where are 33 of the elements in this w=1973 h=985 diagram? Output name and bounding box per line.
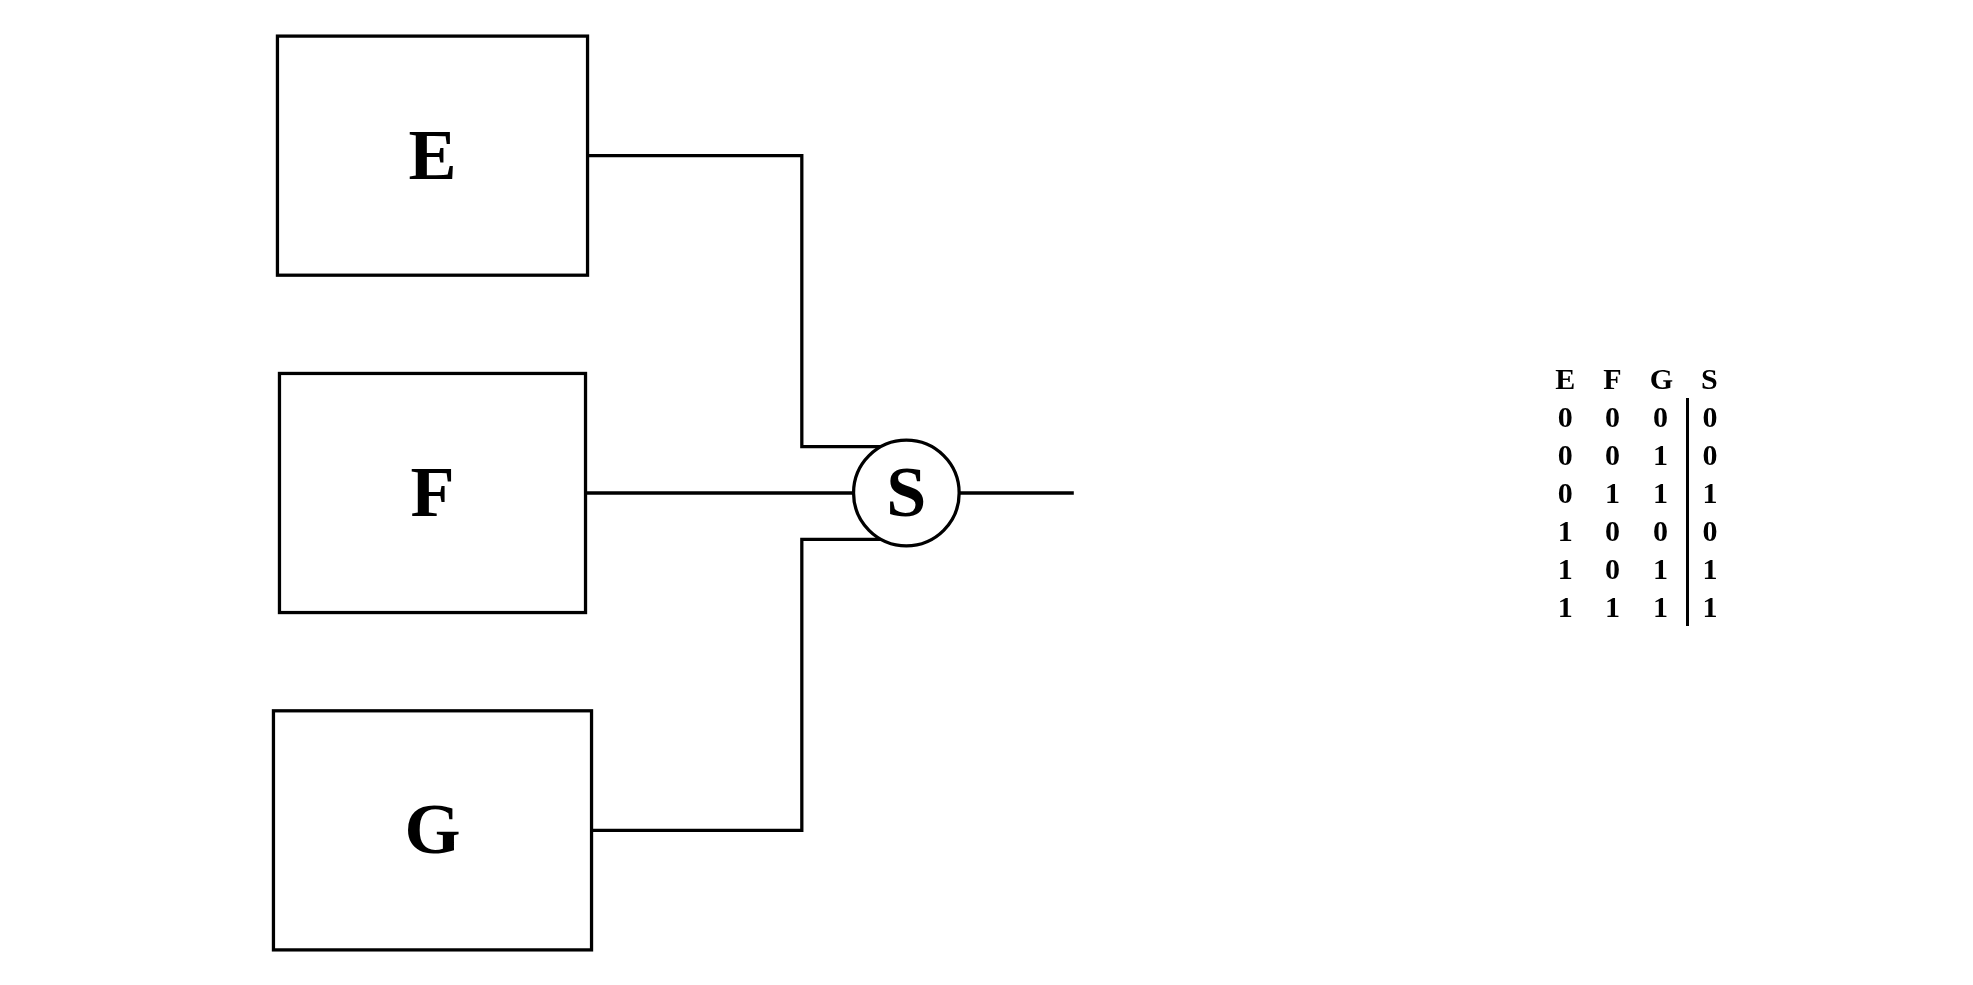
- table-value: 1: [1635, 473, 1687, 512]
- node-box: F: [277, 371, 588, 614]
- table-value: 1: [1635, 587, 1687, 626]
- table-value: 0: [1604, 398, 1621, 435]
- table-value: 0: [1687, 435, 1732, 474]
- node-box: G: [271, 708, 594, 952]
- table-value: 1: [1604, 588, 1621, 625]
- table-value: 0: [1687, 397, 1732, 436]
- table-value: 1: [1556, 512, 1574, 549]
- table-value: 1: [1556, 588, 1574, 625]
- table-header: F: [1602, 360, 1623, 397]
- table-header: S: [1687, 359, 1732, 398]
- table-value: 1: [1687, 549, 1732, 588]
- table-value: 0: [1604, 512, 1621, 549]
- node-circle: S: [851, 438, 961, 547]
- table-header: G: [1635, 359, 1687, 398]
- table-value: 1: [1635, 549, 1687, 588]
- table-value: 1: [1635, 435, 1687, 474]
- table-value: 1: [1556, 550, 1574, 587]
- table-value: 0: [1635, 397, 1687, 436]
- node-box: E: [275, 33, 590, 277]
- table-value: 0: [1556, 436, 1574, 473]
- table-value: 1: [1604, 474, 1621, 511]
- table-header: E: [1554, 360, 1577, 397]
- output-line: [959, 490, 1074, 495]
- table-value: 0: [1556, 398, 1574, 435]
- table-value: 1: [1687, 473, 1732, 512]
- table-value: 0: [1556, 474, 1574, 511]
- table-value: 1: [1687, 587, 1732, 626]
- table-value: 0: [1604, 436, 1621, 473]
- table-value: 0: [1635, 511, 1687, 550]
- table-value: 0: [1604, 550, 1621, 587]
- table-value: 0: [1687, 511, 1732, 550]
